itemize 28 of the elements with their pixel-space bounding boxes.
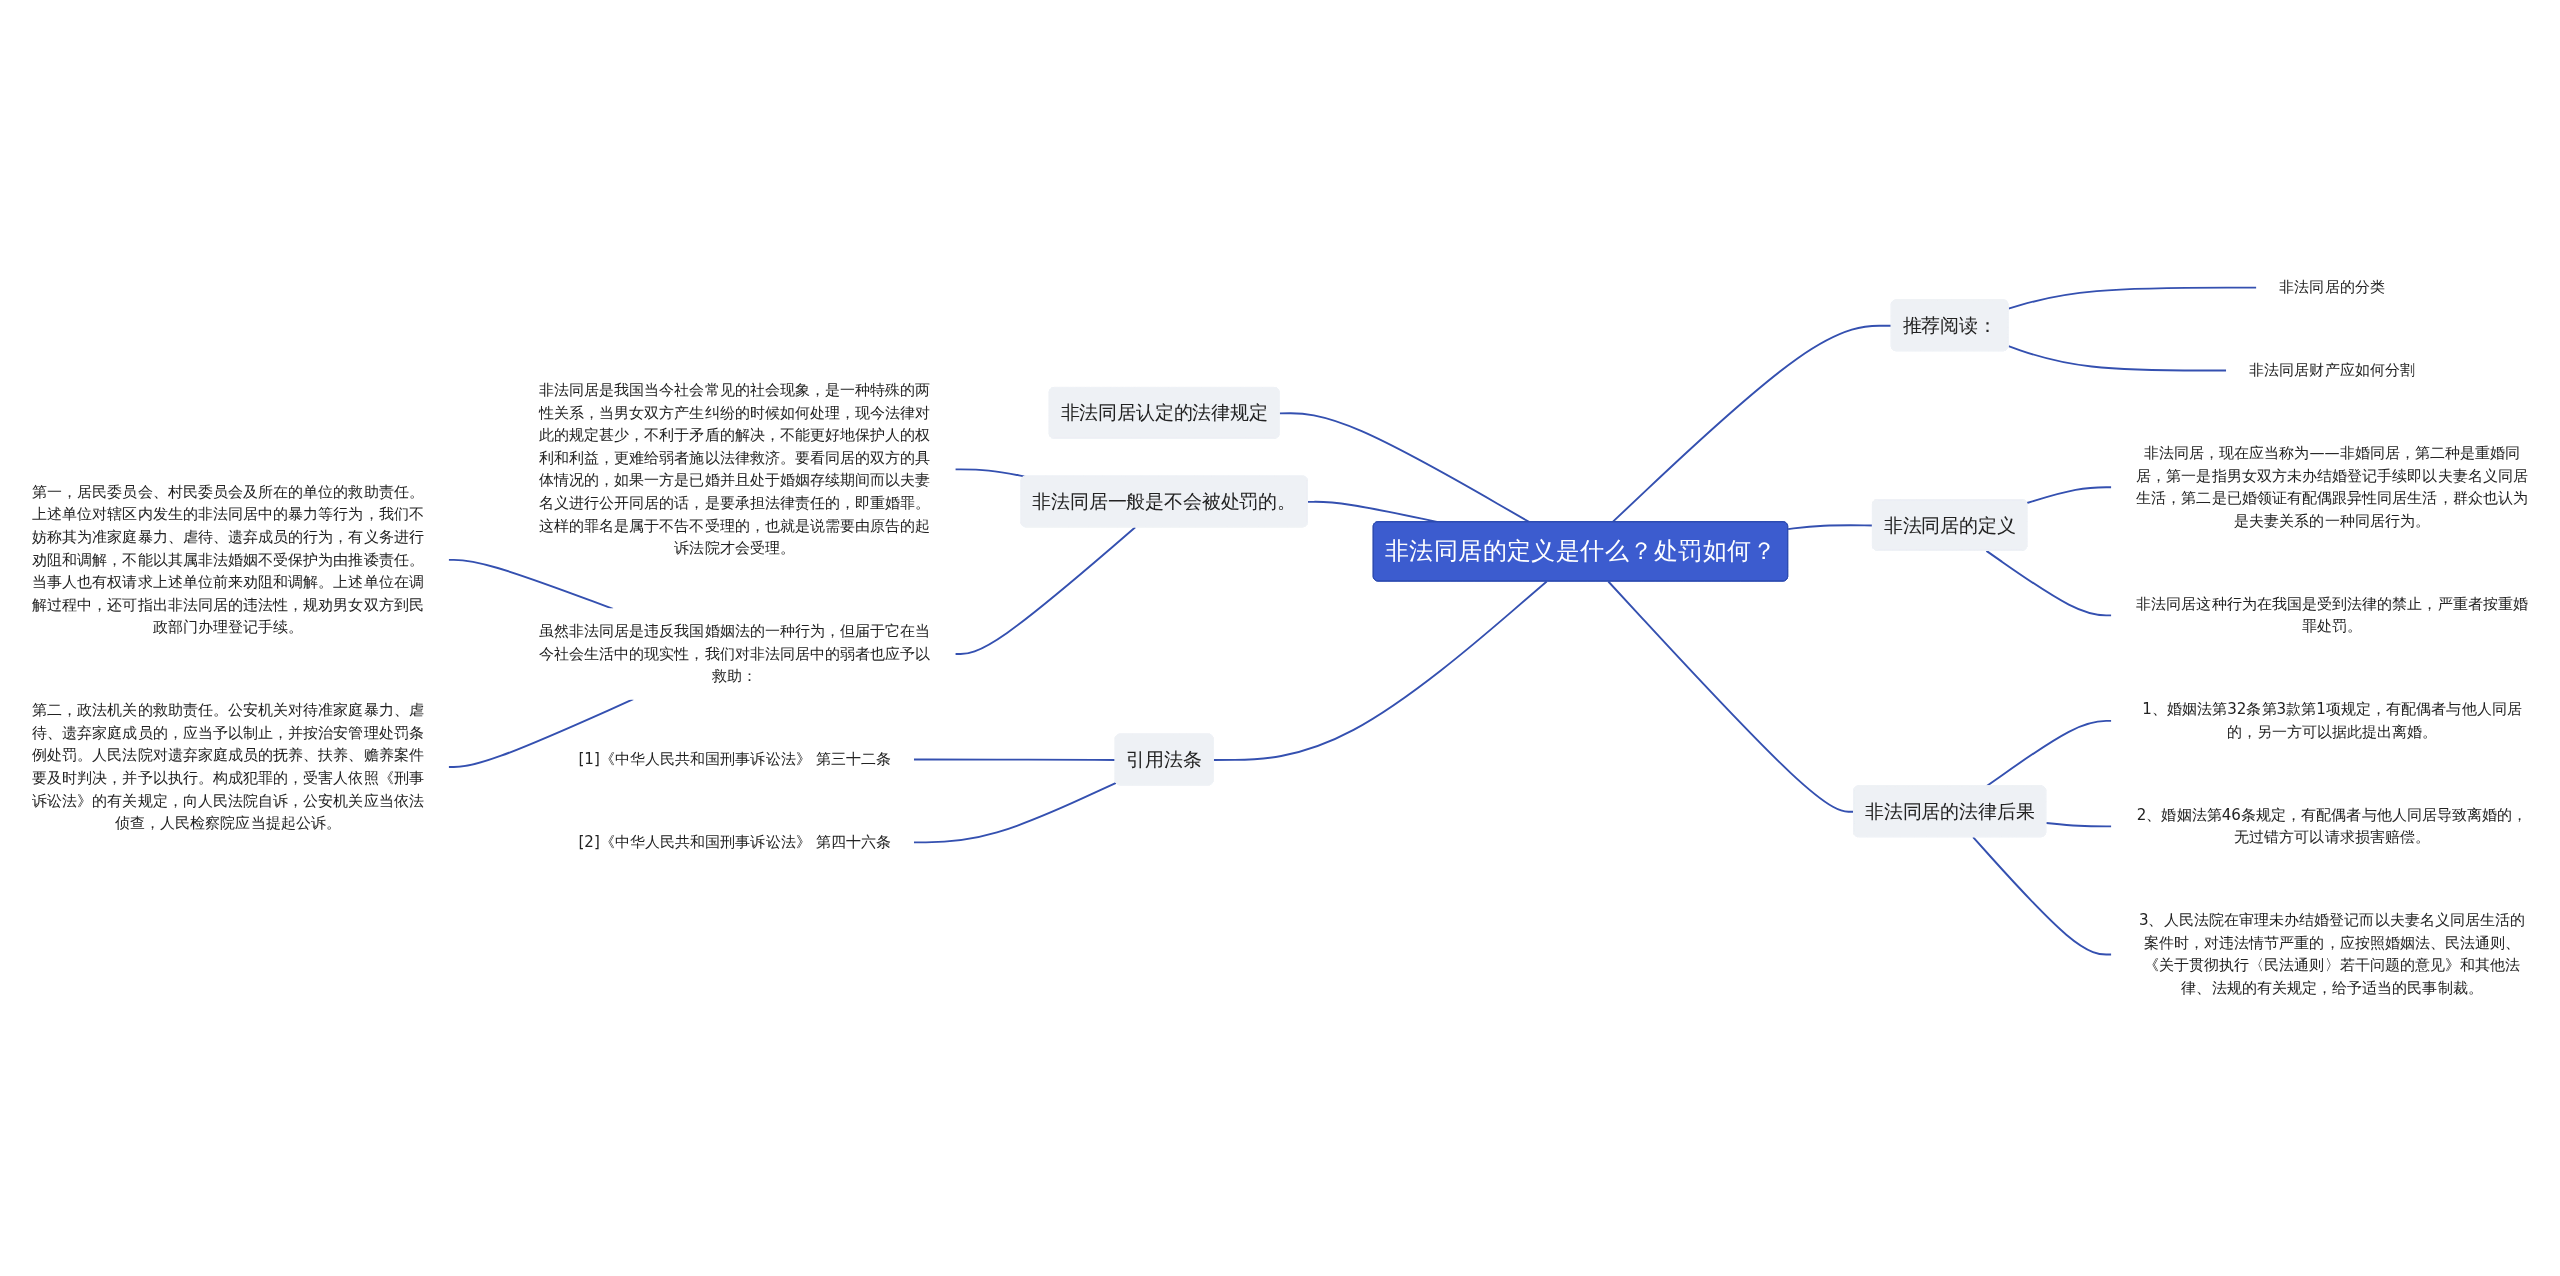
connector	[912, 781, 1118, 844]
node-text: 非法同居的分类	[2279, 278, 2385, 297]
node-text: 非法同居，现在应当称为——非婚同居，第二种是重婚同居，第一是指男女双方未办结婚登记手续即以夫妻名义同居生活，第二是已婚领证有配偶跟异性同居生活，群众也认为是夫妻关系的一种同居行为。	[2136, 443, 2528, 530]
node-text: 3、人民法院在审理未办结婚登记而以夫妻名义同居生活的案件时，对违法情节严重的，应按照婚姻法、民法通则、《关于贯彻执行〈民法通则〉若干问题的意见》和其他法律、法规的有关规定，给予适当的民事制裁。	[2138, 911, 2526, 997]
connector	[954, 526, 1137, 655]
connector	[2026, 486, 2113, 504]
connector	[2007, 345, 2228, 372]
connector	[1607, 580, 1855, 813]
node-text: [2]《中华人民共和国刑事诉讼法》 第四十六条	[578, 832, 891, 851]
node-text: 非法同居财产应如何分割	[2249, 361, 2415, 379]
connector	[447, 558, 614, 610]
node-text: 第二，政法机关的救助责任。公安机关对待准家庭暴力、虐待、遗弃家庭成员的，应当予以制止，并按治安管理处罚条例处罚。人民法院对遗弃家庭成员的抚养、扶养、赡养案件要及时判决，并予以执行。构成犯罪的，受害人依照《刑事诉讼法》的有关规定，向人民法院自诉，公安机关应当依法侦查，人民检察院应当提起公诉。	[32, 701, 424, 833]
connector	[1972, 836, 2113, 956]
node-text: 2、婚姻法第46条规定，有配偶者与他人同居导致离婚的，无过错方可以请求损害赔偿。	[2136, 805, 2528, 847]
connector	[2045, 822, 2113, 828]
connector	[1787, 524, 1874, 530]
node-text: 1、婚姻法第32条第3款第1项规定，有配偶者与他人同居的，另一方可以据此提出离婚。	[2142, 700, 2522, 741]
connector	[1985, 549, 2113, 617]
connector	[1212, 580, 1548, 761]
connector	[954, 468, 1027, 478]
node-text: [1]《中华人民共和国刑事诉讼法》 第三十二条	[578, 750, 891, 768]
connector	[2007, 286, 2258, 310]
connector	[447, 698, 635, 768]
node-text: 非法同居是我国当今社会常见的社会现象，是一种特殊的两性关系，当男女双方产生纠纷的时候如何处理，现今法律对此的规定甚少，不利于矛盾的解决，不能更好地保护人的权利和利益，更难给弱者施以法律救济。要看同居的双方的具体情况的，如果一方是已婚并且处于婚姻存续期间而以夫妻名义进行公开同居的话，是要承担法律责任的，即重婚罪。这样的罪名是属于不告不受理的，也就是说需要由原告的起诉法院才会受理。	[538, 380, 931, 557]
node-text: 第一，居民委员会、村民委员会及所在的单位的救助责任。上述单位对辖区内发生的非法同居中的暴力等行为，我们不妨称其为准家庭暴力、虐待、遗弃成员的行为，有义务进行劝阻和调解，不能以其属非法婚姻不受保护为由推诿责任。当事人也有权请求上述单位前来劝阻和调解。上述单位在调解过程中，还可指出非法同居的违法性，规劝男女双方到民政部门办理登记手续。	[32, 482, 424, 637]
connector	[912, 758, 1117, 761]
node-text: 非法同居这种行为在我国是受到法律的禁止，严重者按重婚罪处罚。	[2136, 594, 2528, 636]
node-text: 虽然非法同居是违反我国婚姻法的一种行为，但届于它在当今社会生活中的现实性，我们对非法同居中的弱者也应予以救助：	[538, 621, 931, 686]
